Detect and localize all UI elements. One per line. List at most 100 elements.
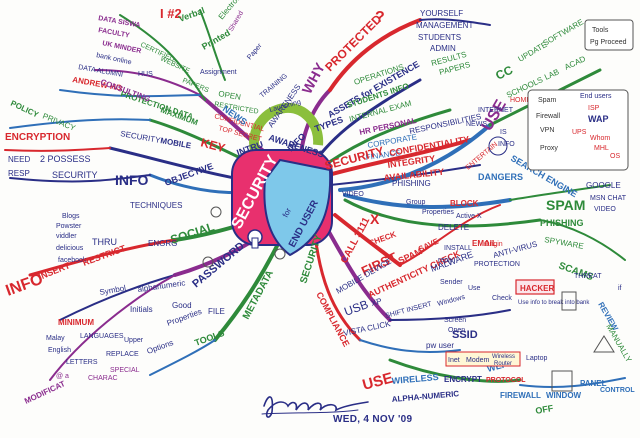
data-item-1: FACULTY [98,27,131,39]
auth-item-6: Sender [440,279,463,286]
shift-insert-item-3: Open [448,327,465,334]
cc-item-4: ACAD [563,54,587,72]
phishing-top-item-0: PHISHING [392,179,431,188]
shift-insert-item-0: SHIFT INSERT [385,301,433,320]
cc-item-1: SOFTWARE [542,17,586,47]
spam-item-3: INSTALL [444,245,472,252]
center-for: for [281,206,293,219]
spam-item-4: EMAIL [472,239,497,248]
password-item-7: English [48,347,71,354]
social-item-6: facebook [58,257,87,264]
info-obj-label: INFO [115,172,149,188]
policy-item-0: POLICY [9,99,40,120]
data-item-13: Shared [228,10,245,33]
tool-box [584,19,634,51]
use-item-1: INTERNET [478,107,514,114]
auth-item-1: Active X [456,213,482,220]
tool-box-item-0: Tools [592,27,609,34]
metadata-item-0: Properties [166,307,203,328]
legend-box [527,89,629,171]
info-obj-item-4: TECHNIQUES [130,201,182,210]
wireless-item-4: SSID [452,329,478,341]
password-item-3: Good [172,301,192,310]
wireless-item-0: WIRELESS [391,372,439,386]
wireless-item-7: Inet [448,357,460,364]
wireless-item-5: ALPHA-NUMERIC [391,389,459,404]
data-item-16: OPEN [218,89,242,102]
central-lock [231,102,333,257]
password-item-6: LANGUAGES [80,333,124,340]
password-item-5: Malay [46,335,65,342]
legend-item-8: Whom [590,135,610,142]
social-item-4: viddler [56,233,77,240]
yourself-item-0: YOURSELF [420,9,463,18]
inet-box [445,351,521,367]
auth-item-2: DELETE [438,223,469,232]
awareness-item-0: TRAINING [259,73,289,100]
spam-label: SPAM [546,197,585,213]
info-obj-sub: OBJECTIVE [163,161,214,188]
password-item-8: LETTERS [66,359,98,366]
metadata-item-2: TOOLS [193,328,225,348]
info-obj-item-0: NEED [8,155,30,164]
wireless-item-2: PROTOCOL [486,377,526,384]
signature-drawing [261,396,369,418]
password-item-12: SPECIAL [110,367,140,374]
key-label: KEY [199,135,226,155]
use-item-2: NEWS [466,121,487,128]
spam-item-0: PHISHING [540,218,584,228]
first-item-4: Properties [422,209,454,216]
decorations [202,136,615,392]
metadata-item-3: Options [146,338,175,356]
policy-item-1: PRIVACY [41,112,77,134]
phishing-top-item-1: VIDEO [342,191,364,198]
auth-item-5: PROTECTION [474,261,520,268]
misc-item-4: Check [492,295,512,302]
legend-item-3: Proxy [540,145,558,152]
hacker-box [515,279,555,295]
wireless-item-1: ENCRYPT [444,375,482,384]
metadata-item-1: FILE [208,307,225,316]
use-item-3: ENTERTAIN [465,141,499,171]
social-item-3: Powster [56,223,82,230]
legend-item-10: OS [610,153,620,160]
shift-insert-item-2: Screen [444,317,466,324]
social-item-1: THRU [92,237,117,247]
yourself-item-3: ADMIN [430,44,456,53]
cc-label: CC [493,63,515,83]
yourself-item-2: STUDENTS [418,33,461,42]
info-obj-item-2: RESP [8,169,30,178]
password-item-14: Upper [124,337,144,344]
firewall-item-0: FIREWALL [500,391,541,400]
first-item-3: Group [406,199,426,206]
wireless-item-6: pw user [426,341,454,350]
legend-item-4: End users [580,93,612,100]
wireless-item-8: Modem [466,357,490,364]
auth-item-4: Origin [484,241,503,248]
legend-item-2: VPN [540,127,554,134]
info-obj-item-1: 2 POSSESS [40,154,91,164]
legend-item-1: Firewall [536,113,561,120]
data-item-2: UK MINDER [102,40,142,55]
social-item-0: ENGRG [148,239,177,248]
password-item-9: REPLACE [106,351,139,358]
security-comp-item-3: XP [370,296,383,307]
password-item-0: Symbol [99,283,127,297]
data-item-3: bank online [96,52,133,66]
data-item-5: HUS [138,71,153,78]
social-item-2: Blogs [62,213,80,220]
wireless-item-10: Router [494,361,512,367]
firewall-item-4: CONTROL [600,387,635,394]
misc-item-3: Use [468,285,481,292]
level-label: I #2 [160,6,182,21]
misc-item-0: IS [500,129,507,136]
dangers-item-2: VIDEO [594,206,616,213]
yourself-item-1: MANAGEMENT [416,21,473,30]
encryption-label: ENCRYPTION [5,132,70,143]
wireless-item-11: Laptop [526,355,548,362]
dangers-item-0: GOOGLE [586,181,621,190]
encryption-item-0: SECURITY [120,129,162,145]
password-item-13: MODIFICAT [23,379,67,406]
auth-item-0: BLOCK [450,199,479,208]
